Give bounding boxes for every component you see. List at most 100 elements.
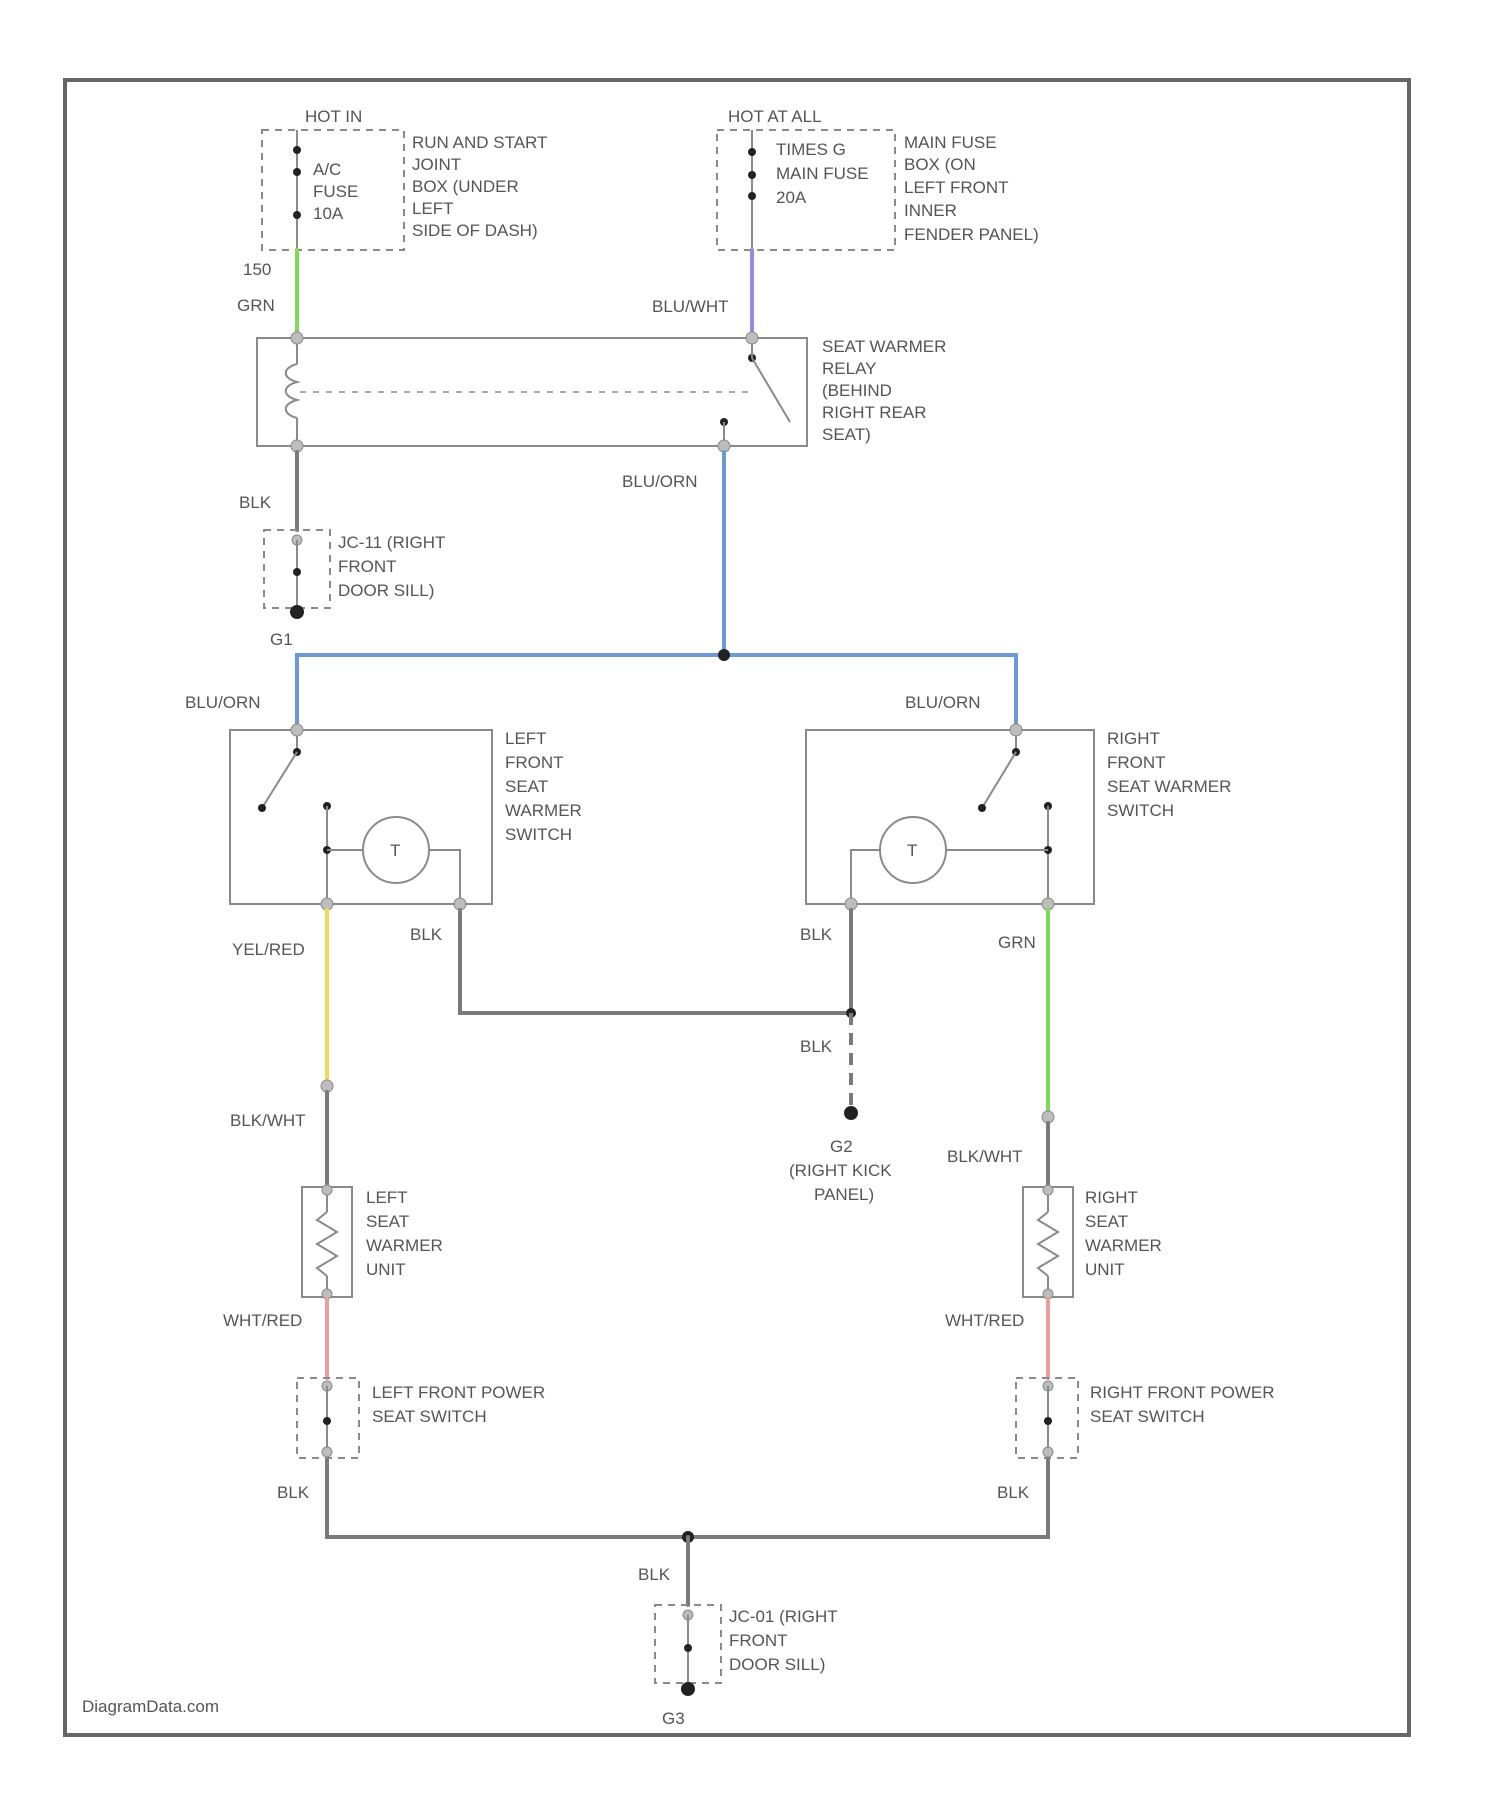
- left-unit-out-wire: WHT/RED: [223, 1311, 302, 1330]
- right-switch-label-4: SWITCH: [1107, 801, 1174, 820]
- right-power-switch-label-2: SEAT SWITCH: [1090, 1407, 1205, 1426]
- left-switch-arm-tip: [258, 804, 266, 812]
- fuse-right-location-2: BOX (ON: [904, 155, 976, 174]
- right-switch-box: [806, 730, 1094, 904]
- seat-warmer-relay: SEAT WARMER RELAY (BEHIND RIGHT REAR SEA…: [257, 332, 946, 452]
- left-switch-ground-wire: BLK: [410, 925, 443, 944]
- wire-bluorn-left-branch: [297, 655, 724, 730]
- fuse-left-terminal-mid: [293, 168, 301, 176]
- right-switch-terminal-in: [1010, 724, 1022, 736]
- fuse-right-wire-color: BLU/WHT: [652, 297, 729, 316]
- right-switch-output-wire: GRN: [998, 933, 1036, 952]
- left-switch-arm: [262, 752, 297, 808]
- fuse-left-rating-3: 10A: [313, 204, 344, 223]
- diagram-frame: [65, 80, 1409, 1735]
- fuse-left-title: HOT IN: [305, 107, 362, 126]
- left-front-power-seat-switch: LEFT FRONT POWER SEAT SWITCH: [297, 1378, 545, 1460]
- fuse-left-location-3: BOX (UNDER: [412, 177, 519, 196]
- ground-g1-symbol: [290, 605, 304, 619]
- left-switch-box: [230, 730, 492, 904]
- fuse-right-rating-1: TIMES G: [776, 140, 846, 159]
- wire-blk-left-switch-ground: [460, 910, 851, 1013]
- right-power-switch-pin-bottom: [1043, 1447, 1053, 1457]
- fuse-right-location-3: LEFT FRONT: [904, 178, 1009, 197]
- left-switch-lamp-lead-b: [429, 850, 460, 898]
- left-unit-in-wire: BLK/WHT: [230, 1111, 306, 1130]
- fuse-left-rating-1: A/C: [313, 160, 341, 179]
- ground-g1-connector-1: JC-11 (RIGHT: [338, 533, 445, 552]
- left-power-switch-pin-bottom: [322, 1447, 332, 1457]
- left-switch-label-4: WARMER: [505, 801, 582, 820]
- fuse-right-group: HOT AT ALL TIMES G MAIN FUSE 20A MAIN FU…: [652, 107, 1039, 316]
- right-switch-ground-wire: BLK: [800, 925, 833, 944]
- left-front-seat-warmer-switch: T LEFT FRONT SEAT WARMER SWITCH: [230, 724, 582, 910]
- right-power-switch-wire: BLK: [997, 1483, 1030, 1502]
- watermark: DiagramData.com: [82, 1697, 219, 1716]
- fuse-left-group: HOT IN A/C FUSE 10A RUN AND START JOINT …: [237, 107, 547, 315]
- left-power-switch-label-1: LEFT FRONT POWER: [372, 1383, 545, 1402]
- right-seat-warmer-unit: RIGHT SEAT WARMER UNIT: [1023, 1185, 1162, 1299]
- fuse-right-terminal-top: [748, 148, 756, 156]
- relay-terminal-coil-top: [291, 332, 303, 344]
- left-unit-label-4: UNIT: [366, 1260, 406, 1279]
- fuse-left-location-4: LEFT: [412, 199, 454, 218]
- right-unit-label-4: UNIT: [1085, 1260, 1125, 1279]
- right-switch-arm: [982, 752, 1016, 808]
- right-unit-heater-icon: [1038, 1212, 1058, 1276]
- ground-g2-label-3: PANEL): [814, 1185, 874, 1204]
- right-switch-lamp-symbol: T: [907, 841, 917, 860]
- fuse-right-terminal-bot: [748, 192, 756, 200]
- relay-label-3: (BEHIND: [822, 381, 892, 400]
- ground-g3-connector-2: FRONT: [729, 1631, 788, 1650]
- left-switch-label-1: LEFT: [505, 729, 547, 748]
- left-switch-label-5: SWITCH: [505, 825, 572, 844]
- right-power-switch-pin-mid: [1044, 1417, 1052, 1425]
- right-unit-in-wire: BLK/WHT: [947, 1147, 1023, 1166]
- ground-g3-id: G3: [662, 1709, 685, 1728]
- right-switch-lamp-lead-b: [851, 850, 880, 898]
- relay-label-5: SEAT): [822, 425, 871, 444]
- relay-label-4: RIGHT REAR: [822, 403, 927, 422]
- right-front-power-seat-switch: RIGHT FRONT POWER SEAT SWITCH: [1016, 1378, 1275, 1460]
- ground-g1-connector-3: DOOR SILL): [338, 581, 434, 600]
- left-unit-heater-icon: [317, 1212, 337, 1276]
- fuse-right-terminal-mid: [748, 171, 756, 179]
- relay-label-1: SEAT WARMER: [822, 337, 946, 356]
- right-switch-label-3: SEAT WARMER: [1107, 777, 1231, 796]
- fuse-left-circuit-number: 150: [243, 260, 271, 279]
- left-switch-lamp-symbol: T: [390, 841, 400, 860]
- fuse-right-rating-3: 20A: [776, 188, 807, 207]
- ground-g3-connector-3: DOOR SILL): [729, 1655, 825, 1674]
- ground-g3-pin-mid: [684, 1644, 692, 1652]
- ground-g2-label-1: G2: [830, 1137, 853, 1156]
- left-power-switch-pin-mid: [323, 1417, 331, 1425]
- right-power-switch-label-1: RIGHT FRONT POWER: [1090, 1383, 1275, 1402]
- fuse-right-location-5: FENDER PANEL): [904, 225, 1039, 244]
- left-unit-label-2: SEAT: [366, 1212, 409, 1231]
- fuse-right-location-1: MAIN FUSE: [904, 133, 997, 152]
- ground-g3-symbol: [681, 1682, 695, 1696]
- left-unit-terminal-top: [322, 1185, 332, 1195]
- right-unit-terminal-top: [1043, 1185, 1053, 1195]
- left-unit-label-1: LEFT: [366, 1188, 408, 1207]
- fuse-left-rating-2: FUSE: [313, 182, 358, 201]
- ground-g3-group: JC-01 (RIGHT FRONT DOOR SILL) G3: [655, 1605, 838, 1728]
- wire-blk-bottom-bus: [327, 1460, 1048, 1537]
- relay-terminal-switch-top: [746, 332, 758, 344]
- relay-coil-icon: [286, 364, 297, 418]
- left-unit-label-3: WARMER: [366, 1236, 443, 1255]
- right-unit-label-3: WARMER: [1085, 1236, 1162, 1255]
- fuse-right-rating-2: MAIN FUSE: [776, 164, 869, 183]
- relay-ground-wire-color: BLK: [239, 493, 272, 512]
- ground-g2-symbol: [844, 1106, 858, 1120]
- left-switch-output-wire: YEL/RED: [232, 940, 305, 959]
- left-switch-label-2: FRONT: [505, 753, 564, 772]
- left-switch-terminal-in: [291, 724, 303, 736]
- fuse-left-location-2: JOINT: [412, 155, 461, 174]
- left-switch-input-wire: BLU/ORN: [185, 693, 261, 712]
- right-unit-label-2: SEAT: [1085, 1212, 1128, 1231]
- right-switch-label-2: FRONT: [1107, 753, 1166, 772]
- ground-g3-connector-1: JC-01 (RIGHT: [729, 1607, 838, 1626]
- ground-g2-wire: BLK: [800, 1037, 833, 1056]
